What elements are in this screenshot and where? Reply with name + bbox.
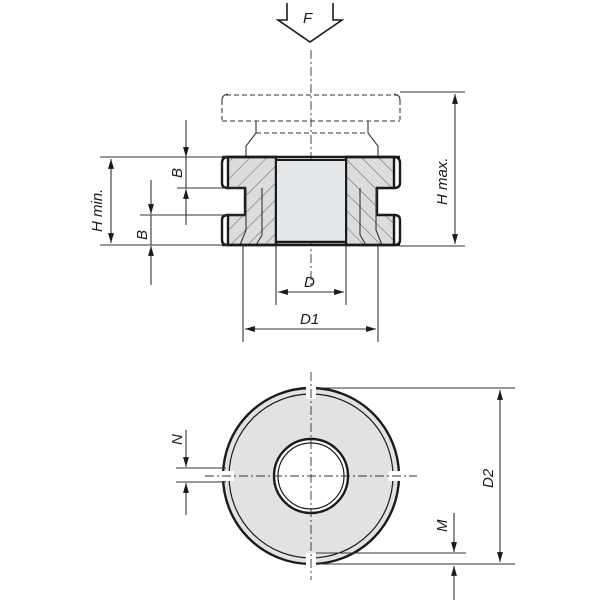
n-label: N — [169, 434, 186, 445]
bore — [275, 159, 347, 243]
top-view — [205, 372, 417, 580]
dimension-m: M — [316, 513, 466, 600]
h-max-label: H max. — [434, 157, 451, 205]
dimension-d1: D1 — [242, 245, 379, 342]
b-lower-label: B — [134, 230, 151, 240]
dimension-b-lower: B — [134, 180, 245, 285]
side-view — [220, 50, 402, 285]
left-section — [226, 155, 278, 247]
right-section — [344, 155, 396, 247]
dimension-d2: D2 — [316, 387, 515, 565]
b-upper-label: B — [169, 168, 186, 178]
d2-label: D2 — [480, 468, 497, 488]
force-label: F — [303, 10, 313, 27]
dimension-d: D — [275, 245, 347, 305]
d-label: D — [304, 274, 315, 291]
h-min-label: H min. — [89, 189, 106, 232]
dimension-n: N — [169, 430, 226, 515]
dimension-h-min: H min. — [89, 156, 228, 246]
force-arrow: F — [275, 3, 345, 43]
m-label: M — [434, 519, 451, 532]
top-pad-phantom — [221, 93, 401, 157]
dimension-b-upper: B — [169, 120, 245, 225]
d1-label: D1 — [300, 311, 319, 328]
dimension-h-max: H max. — [400, 91, 465, 247]
